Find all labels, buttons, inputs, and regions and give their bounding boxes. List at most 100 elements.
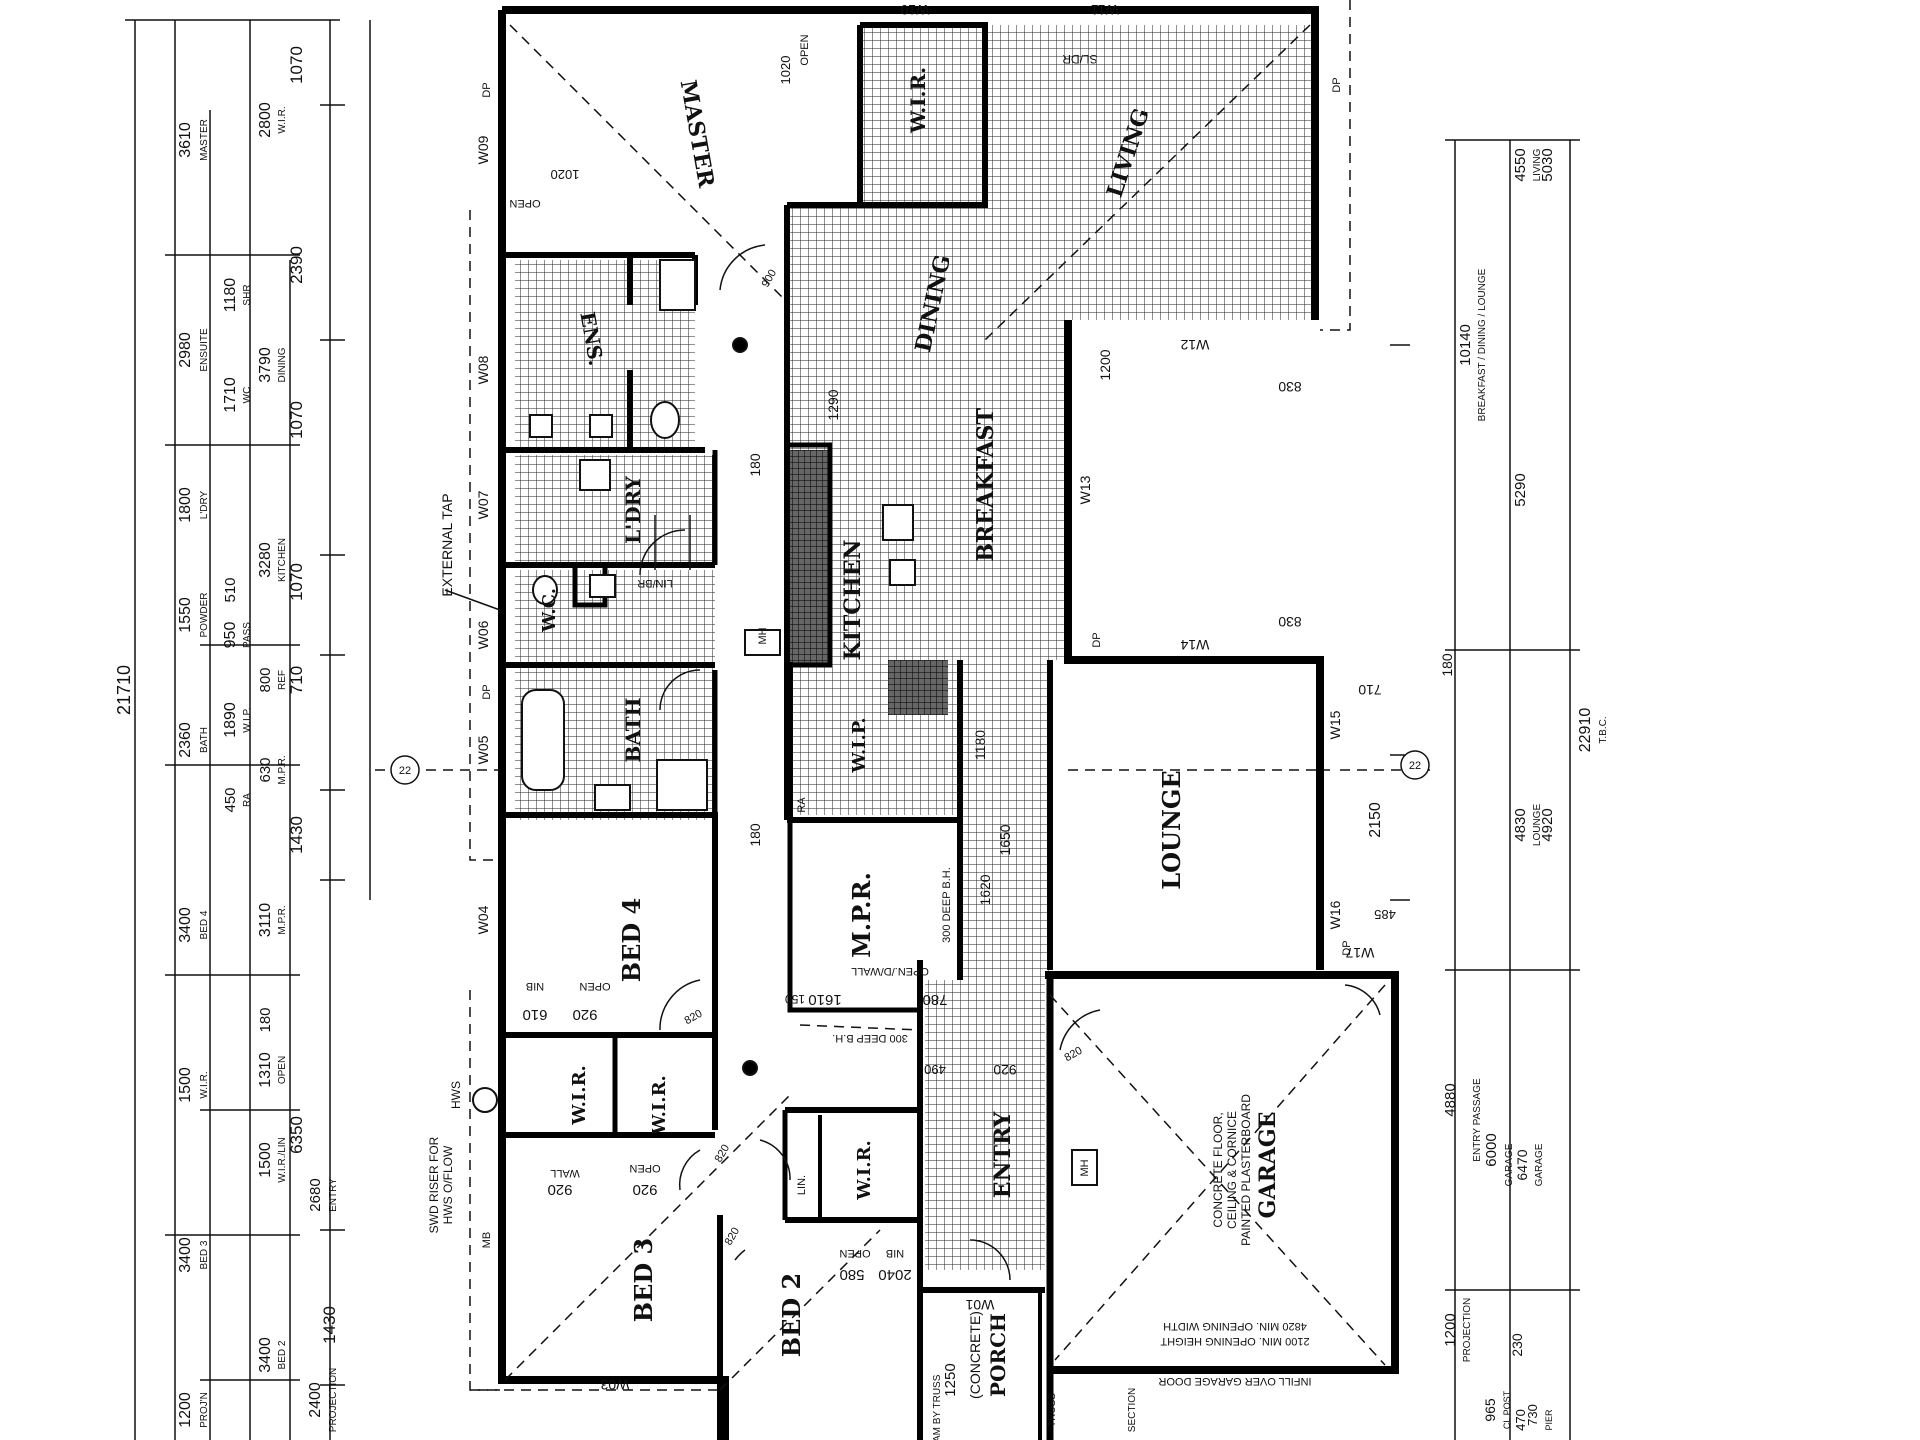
note-garage-1: CONCRETE FLOOR, [1211, 1112, 1225, 1227]
note-sl-dr: SL/DR [1062, 52, 1098, 66]
dim-left-inner-sub-9: M.P.R. [277, 755, 288, 784]
dim-misc-24: 1650 [997, 824, 1013, 855]
dim-right-4: 180 [1439, 653, 1455, 677]
dim-left-inner-sub-6: PASS [242, 622, 253, 648]
dim-left-mid-sub-5: BED 4 [199, 910, 210, 939]
dim-left-mid-sub-1: ENSUITE [199, 328, 210, 372]
dim-left-mid-sub-3: POWDER [199, 593, 210, 638]
dim-misc-18: 180 [747, 453, 763, 477]
dim-right-11: 230 [1509, 1333, 1525, 1357]
note-deep-bh: 300 DEEP B.H. [941, 867, 953, 943]
dim-left-mid-0: 3610 [177, 122, 194, 158]
room-ldry: L'DRY [621, 475, 645, 544]
vanity-basin-icon-3 [594, 784, 631, 811]
window-w16: W16 [1327, 900, 1343, 929]
note-open-2: OPEN [629, 1162, 660, 1174]
dim-left-outer-1: 2390 [287, 246, 306, 284]
smoke-detector-icon [732, 337, 748, 353]
grid-bubble-left [390, 755, 420, 785]
dim-right-13: 730 [1525, 1404, 1540, 1426]
dim-left-inner-sub-7: W.I.P. [242, 707, 253, 732]
room-porch: PORCH [986, 1313, 1010, 1397]
dim-left-outer-4: 710 [287, 666, 306, 694]
note-garage-2: CEILING & CORNICE [1225, 1111, 1239, 1229]
dim-left-inner-1: 1180 [222, 278, 239, 313]
dim-left-outer-7: 1430 [320, 1306, 339, 1344]
note-wall: WALL [550, 1167, 580, 1179]
room-garage: GARAGE [1255, 1112, 1281, 1219]
note-nib-2: NIB [886, 1247, 904, 1259]
note-infill: INFILL OVER GARAGE DOOR [1158, 1375, 1311, 1387]
grid-bubble-right [1400, 750, 1430, 780]
dim-left-inner-11: 3110 [257, 903, 274, 938]
dim-left-mid-8: 1200 [177, 1392, 194, 1428]
note-mh-2: MH [1079, 1159, 1091, 1176]
dim-left-inner-sub-3: DINING [277, 347, 288, 382]
dim-right-sub-0: LIVING [1532, 148, 1543, 181]
dim-misc-2: 830 [1278, 614, 1302, 630]
dim-left-outer-2: 1070 [287, 401, 306, 439]
room-wir-c: W.I.R. [854, 1140, 875, 1201]
window-w07: W07 [475, 490, 491, 519]
dim-left-mid-sub-8: PROJ'N [199, 1392, 210, 1428]
window-w11: W11 [1091, 2, 1119, 18]
dim-left-inner-sub-11: M.P.R. [277, 905, 288, 934]
right-dimension-lines [1390, 139, 1580, 1440]
note-external-tap: EXTERNAL TAP [439, 493, 455, 596]
dim-right-sub-1: BREAKFAST / DINING / LOUNGE [1477, 268, 1488, 421]
dim-left-inner-15: 1500 [257, 1142, 274, 1178]
note-mh: MH [757, 627, 769, 644]
note-dp-1: DP [481, 82, 493, 97]
dim-misc-0: 1200 [1097, 349, 1113, 380]
dim-left-inner-9: 630 [257, 757, 274, 782]
room-bed4: BED 4 [617, 898, 646, 982]
window-w09: W09 [475, 135, 491, 164]
dim-misc-16: 780 [922, 991, 947, 1008]
dim-left-inner-6: 950 [222, 622, 239, 649]
window-w15: W15 [1327, 710, 1343, 739]
dim-misc-14: 610 [522, 1006, 547, 1023]
dim-misc-1: 830 [1278, 379, 1302, 395]
dim-left-inner-sub-2: WC [242, 387, 253, 404]
dim-misc-11: 820 [713, 1143, 733, 1165]
dim-left-inner-13: 1310 [257, 1052, 274, 1088]
grid-reference-markers: 22 22 [390, 750, 1430, 785]
window-tags: W09 W08 W07 W06 W05 W04 W03 W01 W11 W12 … [475, 2, 1374, 1393]
window-w03: W03 [600, 1377, 629, 1393]
grid-ref-right: 22 [1409, 760, 1421, 772]
smoke-detector-icon-2 [742, 1060, 758, 1076]
note-beam: BEAM BY TRUSS [932, 1374, 943, 1440]
dim-misc-5: 485 [1374, 907, 1396, 922]
room-entry: ENTRY [990, 1111, 1016, 1198]
dim-right-sub-7: CL POST [1502, 1390, 1512, 1429]
toilet-icon-2 [532, 575, 558, 605]
dim-left-inner-sub-8: REF [277, 670, 288, 690]
room-master: MASTER [675, 78, 720, 190]
room-bath: BATH [621, 697, 645, 762]
note-dp-5: DP [481, 684, 493, 699]
window-w17: W17 [1345, 945, 1374, 961]
room-wir-a: W.I.R. [569, 1065, 590, 1126]
dim-misc-6: 1020 [778, 56, 793, 85]
dim-left-mid-2: 1800 [177, 487, 194, 523]
dim-left-inner-sub-5: KITCHEN [277, 538, 288, 582]
dim-right-7: 4880 [1442, 1083, 1459, 1116]
note-garage-door-1: 2100 MIN. OPENING HEIGHT [1160, 1335, 1309, 1347]
window-w13: W13 [1077, 475, 1093, 504]
dim-right-sub-3: LOUNGE [1532, 804, 1543, 847]
note-dp-4: DP [1341, 940, 1353, 955]
dim-left-outer-5: 1430 [287, 816, 306, 854]
door-swings [639, 244, 1381, 1281]
dim-left-inner-sub-1: SHR [242, 284, 253, 305]
note-swd-riser: SWD RISER FOR [427, 1136, 441, 1233]
vanity-basin-icon [529, 414, 553, 438]
left-dimension-labels: 1070 2390 1070 1070 710 1430 6350 1430 2… [114, 46, 339, 1432]
dim-left-outer-6: 6350 [287, 1116, 306, 1154]
dim-left-inner-10: 450 [222, 787, 239, 812]
window-w01: W01 [965, 1297, 994, 1313]
dim-right-1: 5030 [1539, 148, 1556, 181]
dim-misc-8: 900 [760, 268, 780, 290]
dim-left-mid-sub-2: L'DRY [199, 490, 210, 519]
note-deep-bh-2: 300 DEEP B.H. [832, 1032, 908, 1044]
